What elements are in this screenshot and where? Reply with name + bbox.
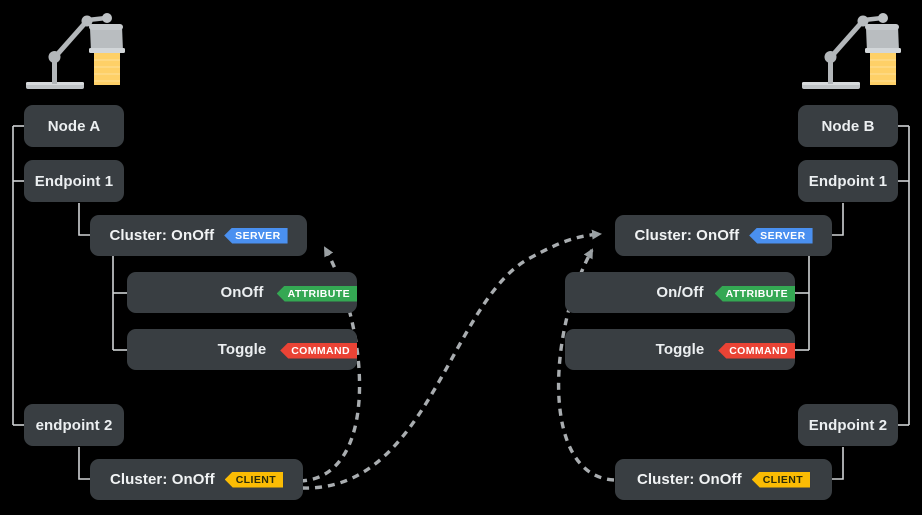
command-badge-right: COMMAND: [718, 342, 795, 359]
client-badge-left: CLIENT: [224, 471, 284, 488]
cluster-onoff-client-box-left[interactable]: Cluster: OnOff CLIENT: [90, 459, 303, 500]
cluster-onoff-client-label-left: Cluster: OnOff: [109, 471, 215, 488]
command-toggle-box-left[interactable]: Toggle COMMAND: [127, 329, 357, 370]
attribute-badge-right: ATTRIBUTE: [714, 285, 795, 302]
server-badge-left: SERVER: [224, 227, 288, 244]
cluster-onoff-server-box-left[interactable]: Cluster: OnOff SERVER: [90, 215, 307, 256]
command-badge-left: COMMAND: [280, 342, 357, 359]
attribute-onoff-box-left[interactable]: OnOff ATTRIBUTE: [127, 272, 357, 313]
endpoint-1-box-right[interactable]: Endpoint 1: [798, 160, 898, 202]
node-a-label: Node A: [47, 117, 101, 135]
attribute-onoff-label-left: OnOff: [220, 284, 264, 301]
server-badge-right: SERVER: [749, 227, 813, 244]
node-b-label: Node B: [821, 117, 875, 135]
command-badge-holder-left: COMMAND: [280, 341, 357, 359]
endpoint-2-box-left[interactable]: endpoint 2: [24, 404, 124, 446]
endpoint-2-box-right[interactable]: Endpoint 2: [798, 404, 898, 446]
cluster-onoff-client-box-right[interactable]: Cluster: OnOff CLIENT: [615, 459, 832, 500]
attribute-badge-left: ATTRIBUTE: [276, 285, 357, 302]
command-toggle-box-right[interactable]: Toggle COMMAND: [565, 329, 795, 370]
cluster-onoff-server-label-left: Cluster: OnOff: [109, 227, 215, 244]
attribute-onoff-label-right: On/Off: [656, 284, 704, 301]
desk-lamp-icon-left: [26, 13, 125, 89]
attribute-badge-holder-right: ATTRIBUTE: [714, 284, 795, 302]
endpoint-1-label-left: Endpoint 1: [34, 172, 114, 190]
cluster-onoff-server-label-right: Cluster: OnOff: [634, 227, 740, 244]
desk-lamp-icon-right: [802, 13, 901, 89]
command-toggle-label-right: Toggle: [655, 341, 705, 358]
node-b-box[interactable]: Node B: [798, 105, 898, 147]
command-badge-holder-right: COMMAND: [718, 341, 795, 359]
endpoint-2-label-left: endpoint 2: [35, 416, 113, 434]
client-badge-right: CLIENT: [751, 471, 811, 488]
cluster-onoff-server-box-right[interactable]: Cluster: OnOff SERVER: [615, 215, 832, 256]
endpoint-2-label-right: Endpoint 2: [808, 416, 888, 434]
endpoint-1-label-right: Endpoint 1: [808, 172, 888, 190]
cluster-onoff-client-label-right: Cluster: OnOff: [636, 471, 742, 488]
endpoint-1-box-left[interactable]: Endpoint 1: [24, 160, 124, 202]
attribute-onoff-box-right[interactable]: On/Off ATTRIBUTE: [565, 272, 795, 313]
node-a-box[interactable]: Node A: [24, 105, 124, 147]
attribute-badge-holder-left: ATTRIBUTE: [276, 284, 357, 302]
command-toggle-label-left: Toggle: [217, 341, 267, 358]
